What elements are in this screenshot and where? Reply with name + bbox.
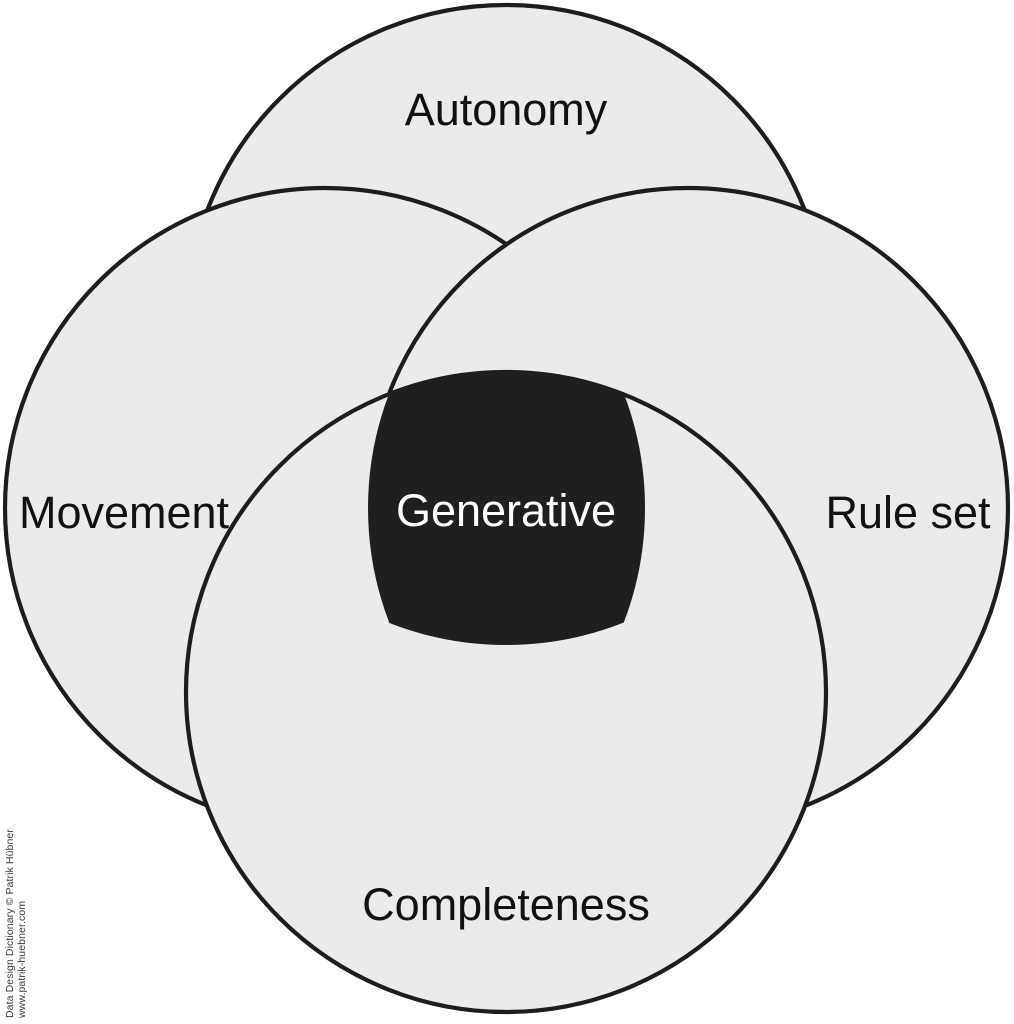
venn-label-autonomy: Autonomy [405,84,608,135]
credit-line-website[interactable]: www.patrik-huebner.com [16,900,28,1018]
credit-block: Data Design Dictionary © Patrik Hübner w… [2,778,32,1018]
credit-line-attribution: Data Design Dictionary © Patrik Hübner [4,829,16,1018]
venn-label-completeness: Completeness [362,879,650,930]
venn-label-movement: Movement [19,487,230,538]
venn-label-rule-set: Rule set [825,487,991,538]
venn-label-generative: Generative [396,485,616,536]
